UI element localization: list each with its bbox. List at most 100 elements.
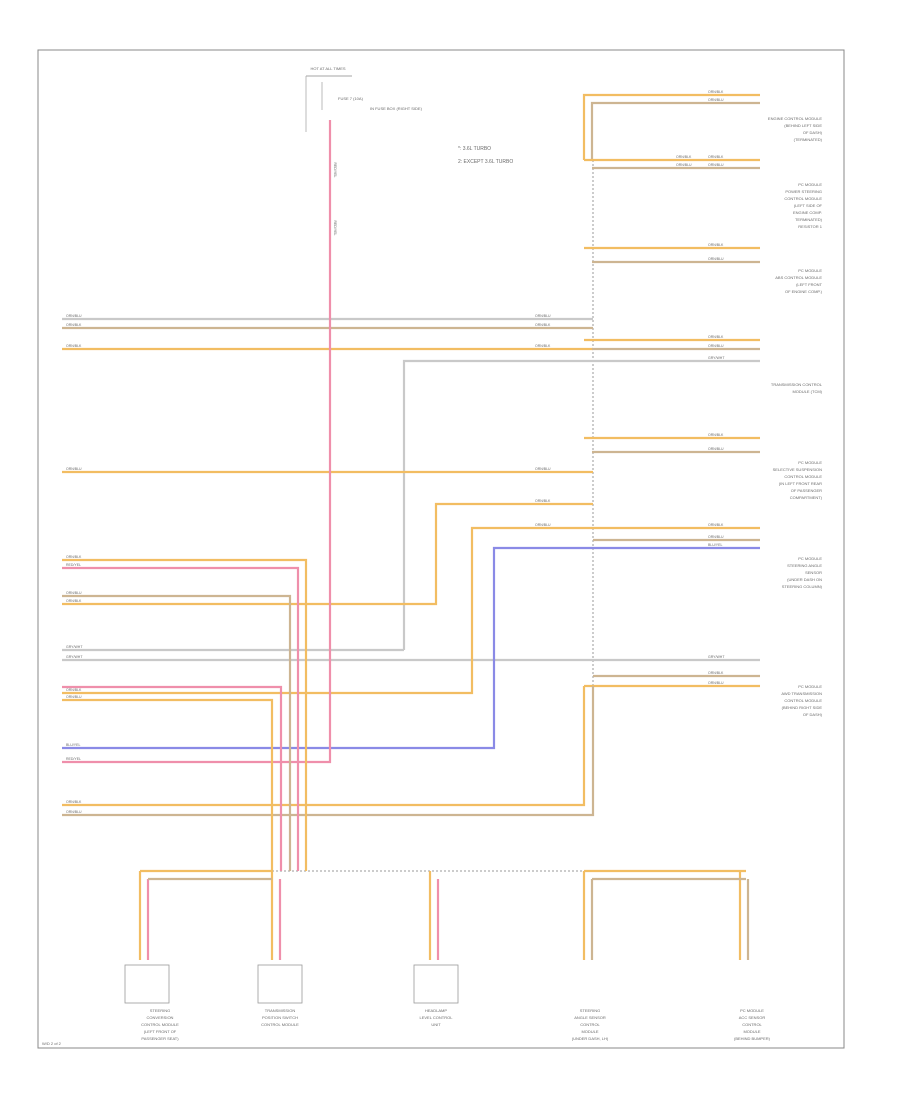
- wire-tag-pcm: ORN/BLU: [676, 163, 692, 167]
- module-box-trans: [257, 964, 303, 1004]
- component-label-pcm: TERMINATED): [795, 217, 823, 222]
- wire-tag-tcm: ORN/BLU: [708, 344, 724, 348]
- fuse-block: HOT AT ALL TIMES FUSE 7 (10A) IN FUSE BO…: [305, 66, 423, 132]
- diagram-frame: [37, 49, 845, 1049]
- wire-tcm-c: [402, 359, 760, 650]
- component-label-awd: CONTROL MODULE: [784, 698, 822, 703]
- module-label-headlamp: LEVEL CONTROL: [420, 1015, 454, 1020]
- component-label-awd: PC MODULE: [798, 684, 822, 689]
- module-label-conv: PASSENGER SEAT): [141, 1036, 179, 1041]
- component-label-pcm: PC MODULE: [798, 182, 822, 187]
- component-label-steer: STEERING ANGLE: [787, 563, 822, 568]
- wire-tag-left: ORN/BLU: [66, 314, 82, 318]
- wire-tag-awd: GRY/WHT: [708, 655, 725, 659]
- fuse-location: IN FUSE BOX (RIGHT SIDE): [370, 106, 423, 111]
- module-label-conv: STEERING: [150, 1008, 170, 1013]
- component-label-steer: PC MODULE: [798, 556, 822, 561]
- component-label-susp: OF PASSENGER: [791, 488, 822, 493]
- component-label-pcm: RESISTOR 1: [798, 224, 822, 229]
- wire-tag-left: ORN/BLU: [66, 467, 82, 471]
- wire-ecm-b: [590, 101, 760, 160]
- page-marker: W/D 2 of 2: [42, 1041, 62, 1046]
- module-label-acc: PC MODULE: [740, 1008, 764, 1013]
- wire-left-5: [62, 502, 593, 606]
- component-label-ecm: (BEHIND LEFT SIDE: [784, 123, 822, 128]
- component-label-ecm: (TERMINATED): [794, 137, 823, 142]
- wire-tag-left: ORN/BLK: [66, 323, 82, 327]
- component-label-susp: SELECTIVE SUSPENSION: [773, 467, 822, 472]
- wire-tag-ecm: ORN/BLU: [708, 98, 724, 102]
- wire-fuse-pink: [62, 120, 332, 764]
- component-label-awd: AWD TRANSMISSION: [781, 691, 822, 696]
- wire-awd-down-a: [62, 686, 586, 807]
- component-label-ecm: ENGINE CONTROL MODULE: [768, 116, 822, 121]
- wire-left-10: [62, 698, 274, 871]
- component-label-tcm: MODULE (TCM): [792, 389, 822, 394]
- module-label-airbag: STEERING: [580, 1008, 600, 1013]
- wire-tag-left: ORN/BLK: [66, 800, 82, 804]
- component-label-abs: PC MODULE: [798, 268, 822, 273]
- module-label-conv: (LEFT FRONT OF: [144, 1029, 177, 1034]
- wire-tag-steer: ORN/BLU: [708, 535, 724, 539]
- component-label-abs: ABS CONTROL MODULE: [775, 275, 822, 280]
- component-label-susp: (IN LEFT FRONT REAR: [779, 481, 822, 486]
- component-label-abs: (LEFT FRONT: [796, 282, 822, 287]
- module-box-conv: [124, 964, 170, 1004]
- fuse-label: HOT AT ALL TIMES: [310, 66, 345, 71]
- wire-tag-center: ORN/BLK: [535, 344, 551, 348]
- module-label-trans: CONTROL MODULE: [261, 1022, 299, 1027]
- component-label-steer: (UNDER DASH ON: [787, 577, 822, 582]
- wire-tag-pcm: ORN/BLU: [708, 163, 724, 167]
- component-label-steer: STEERING COLUMN): [782, 584, 823, 589]
- module-label-airbag: (UNDER DASH, LH): [572, 1036, 609, 1041]
- wire-tag-steer: ORN/BLK: [708, 523, 724, 527]
- wire-tag-awd: ORN/BLK: [708, 671, 724, 675]
- component-label-pcm: (LEFT SIDE OF: [794, 203, 823, 208]
- module-label-acc: (BEHIND BUMPER): [734, 1036, 771, 1041]
- component-label-susp: PC MODULE: [798, 460, 822, 465]
- wire-tag-left: BLU/YEL: [66, 743, 80, 747]
- component-label-abs: OF ENGINE COMP.): [785, 289, 823, 294]
- wire-tag-fuse: RED/YEL: [333, 163, 337, 178]
- wire-tag-tcm: GRY/WHT: [708, 356, 725, 360]
- wire-labels-layer: ORN/BLU ORN/BLK ORN/BLK ORN/BLU ORN/BLK RED/Y…: [66, 90, 725, 814]
- wire-tag-susp: ORN/BLK: [708, 433, 724, 437]
- wire-tag-center: ORN/BLK: [535, 499, 551, 503]
- wire-left-11: [62, 685, 283, 871]
- module-label-headlamp: UNIT: [431, 1022, 441, 1027]
- wire-awd-down-b: [62, 686, 595, 817]
- component-label-pcm: CONTROL MODULE: [784, 196, 822, 201]
- component-label-awd: (BEHIND RIGHT SIDE: [782, 705, 823, 710]
- component-label-tcm: TRANSMISSION CONTROL: [771, 382, 823, 387]
- wire-tag-left: GRY/WHT: [66, 645, 83, 649]
- wire-left-7: [62, 558, 308, 871]
- wire-left-6: [62, 526, 760, 695]
- component-label-awd: OF DASH): [803, 712, 823, 717]
- module-label-airbag: ANGLE SENSOR: [574, 1015, 606, 1020]
- wire-tag-left: ORN/BLU: [66, 810, 82, 814]
- wire-tag-left: ORN/BLK: [66, 555, 82, 559]
- wire-tag-left: ORN/BLK: [66, 599, 82, 603]
- wire-tag-center: ORN/BLU: [535, 314, 551, 318]
- module-label-acc: CONTROL: [742, 1022, 762, 1027]
- wire-tag-left: ORN/BLK: [66, 344, 82, 348]
- wire-tag-ecm: ORN/BLK: [708, 90, 724, 94]
- module-label-acc: MODULE: [743, 1029, 760, 1034]
- wire-tag-left: ORN/BLU: [66, 591, 82, 595]
- note-2: 2: EXCEPT 3.6L TURBO: [458, 159, 513, 165]
- wire-tag-abs: ORN/BLK: [708, 243, 724, 247]
- wire-left-blue: [62, 546, 760, 750]
- wire-tag-left: RED/YEL: [66, 757, 81, 761]
- wire-tag-pcm: ORN/BLK: [676, 155, 692, 159]
- wire-tag-steer: BLU/YEL: [708, 543, 722, 547]
- wire-tag-left: ORN/BLK: [66, 688, 82, 692]
- module-label-acc: ACC SENSOR: [739, 1015, 766, 1020]
- wire-tag-tcm: ORN/BLK: [708, 335, 724, 339]
- component-label-pcm: POWER STEERING: [785, 189, 822, 194]
- module-label-trans: TRANSMISSION: [265, 1008, 296, 1013]
- wire-tag-awd: ORN/BLU: [708, 681, 724, 685]
- wire-tag-left: RED/YEL: [66, 563, 81, 567]
- component-label-pcm: ENGINE COMP.: [793, 210, 822, 215]
